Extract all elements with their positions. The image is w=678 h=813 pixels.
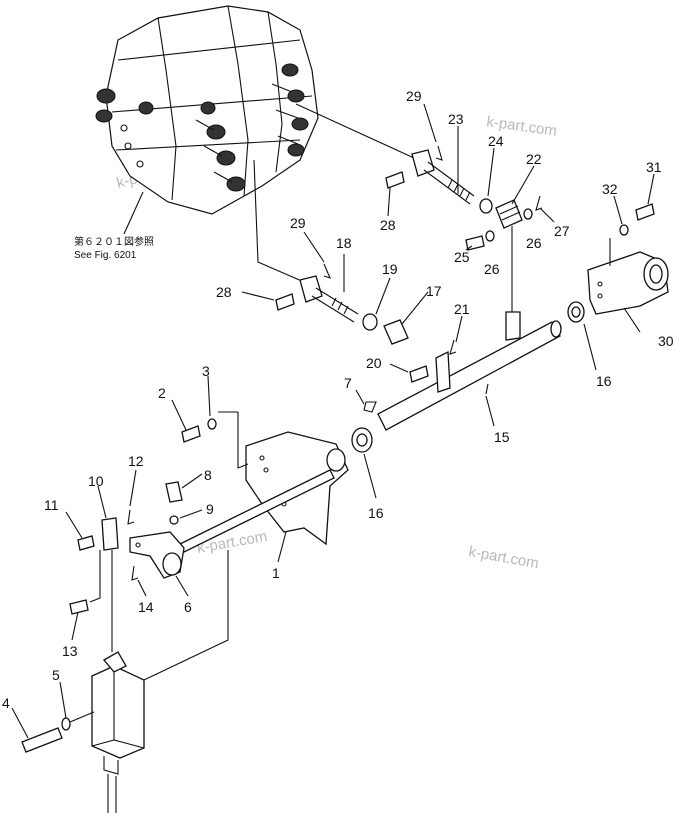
callout-11: 11 [44,497,59,513]
control-cylinder [91,651,145,813]
linkage-line [89,550,101,603]
callout-29-lower: 29 [290,215,306,231]
callout-23: 23 [448,111,464,127]
pin-27 [535,195,543,211]
bolt-28-upper [385,171,405,189]
control-valve-assembly [95,5,319,215]
clip-12 [127,509,135,525]
callout-29-top: 29 [406,88,422,104]
callout-8: 8 [204,467,212,483]
reference-leader-line [123,191,144,235]
callout-18: 18 [336,235,352,251]
callout-3: 3 [202,363,210,379]
bolt-11 [77,535,95,551]
bracket-10 [101,517,119,551]
nut-19 [362,313,378,331]
washer-26-lower [485,230,495,242]
callout-15: 15 [494,429,510,445]
callout-10: 10 [88,473,104,489]
clip-21 [449,339,457,355]
cross-shaft-15 [377,320,562,431]
clip-14 [131,565,139,581]
callout-2: 2 [158,385,166,401]
callout-16-upper: 16 [596,373,612,389]
bolt-28-lower [275,293,295,311]
bolt-31 [635,203,655,221]
callout-12: 12 [128,453,144,469]
linkage-line [295,103,415,159]
bracket-30 [587,238,669,315]
shaft-arm-upper [505,311,521,341]
callout-17: 17 [426,283,442,299]
callout-19: 19 [382,261,398,277]
callout-22: 22 [526,151,542,167]
callout-6: 6 [184,599,192,615]
rod-end-18 [299,275,359,323]
pin-7 [363,401,377,413]
callout-5: 5 [52,667,60,683]
callout-28-lower: 28 [216,284,232,300]
linkage-line [253,159,305,283]
clevis-22 [495,199,523,229]
callout-13: 13 [62,643,78,659]
lever-arm-6 [129,531,185,579]
callout-28-upper: 28 [380,217,396,233]
rod-end-23 [411,149,475,205]
callout-32: 32 [602,181,618,197]
bolt-20 [409,365,429,383]
bolt-13 [69,599,89,615]
callout-25: 25 [454,249,470,265]
callout-1: 1 [272,565,280,581]
figure-reference-japanese: 第６２０１図参照 [74,235,154,248]
callout-7: 7 [344,375,352,391]
bushing-16-upper [567,301,585,323]
linkage-line [69,711,95,723]
callout-31: 31 [646,159,662,175]
callout-16-lower: 16 [368,505,384,521]
callout-14: 14 [138,599,154,615]
callout-labels: 29 23 24 22 31 32 27 26 28 25 26 29 18 1… [2,88,674,711]
callout-4: 4 [2,695,10,711]
callout-leaders [11,103,655,739]
bolt-4 [21,727,63,753]
bolt-2 [181,425,201,443]
linkage-line [143,550,229,681]
washer-26-upper [523,208,533,220]
washer-9 [169,515,179,525]
watermark: k-part.com [467,543,540,572]
pin-17 [383,319,409,345]
callout-9: 9 [206,501,214,517]
callout-20: 20 [366,355,382,371]
pin-29-upper [435,145,443,161]
bushing-16-lower [351,427,373,453]
washer-5 [61,717,71,731]
callout-26-lower: 26 [484,261,500,277]
linkage-line [237,412,249,469]
figure-reference-english: See Fig. 6201 [74,250,137,261]
callout-26-upper: 26 [526,235,542,251]
washer-32 [619,224,629,236]
pin-29-lower [323,263,331,279]
nut-24 [479,198,493,214]
callout-21: 21 [454,301,470,317]
callout-24: 24 [488,133,504,149]
callout-30: 30 [658,333,674,349]
bolt-8 [165,481,183,503]
washer-3 [207,418,217,430]
callout-27: 27 [554,223,570,239]
